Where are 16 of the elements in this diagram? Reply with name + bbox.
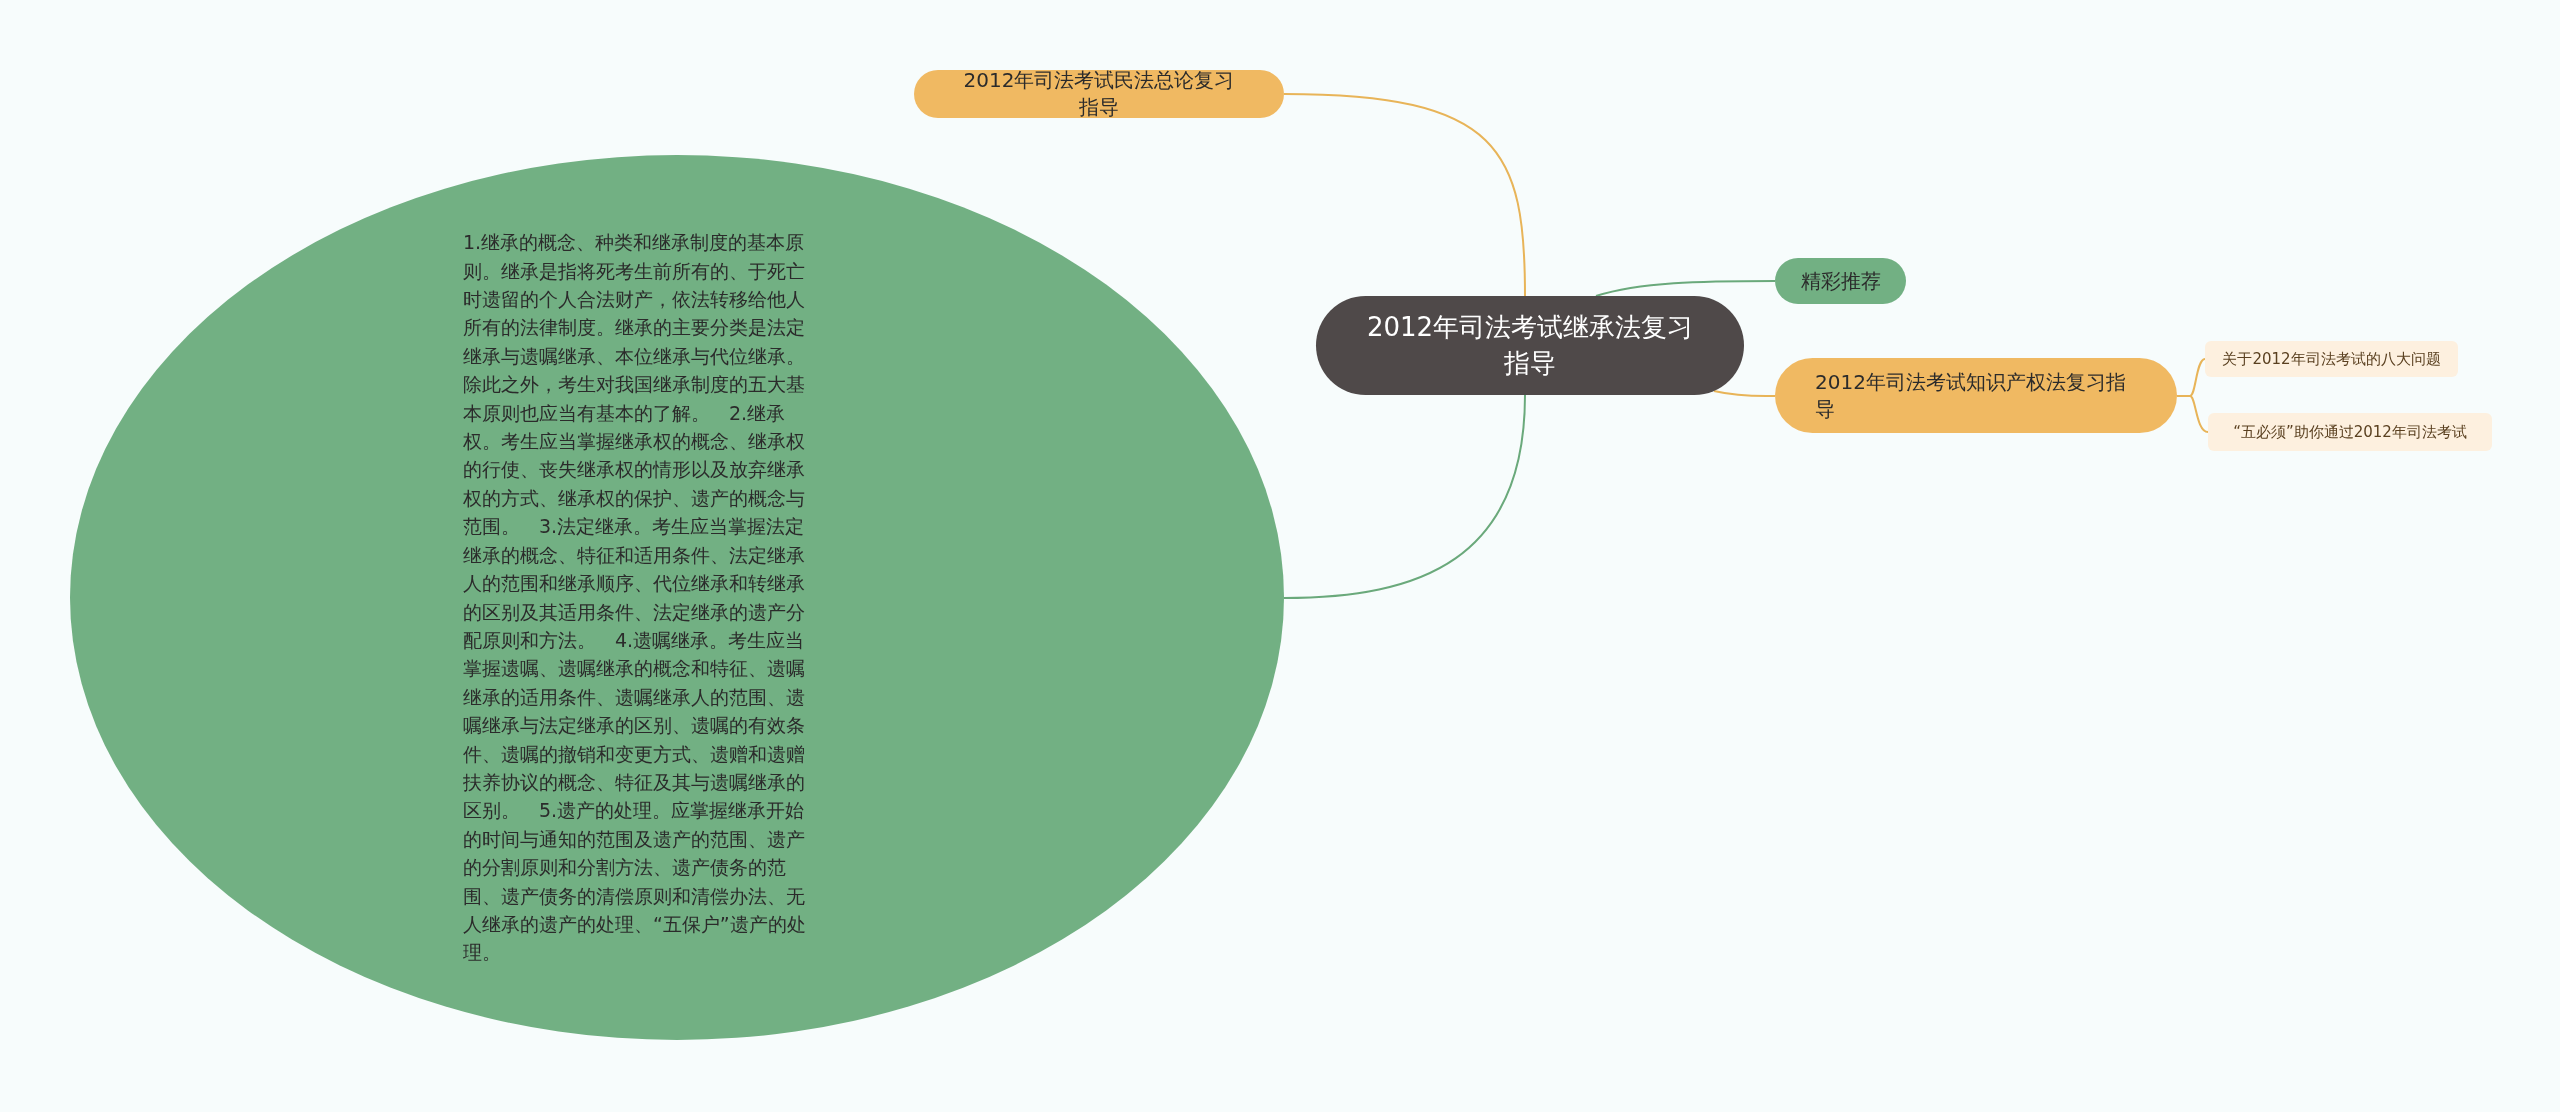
connector-line	[1595, 280, 1776, 297]
topic-box	[1775, 258, 1906, 304]
connector-line	[1283, 394, 1526, 599]
topic-text: 关于2012年司法考试的八大问题	[2222, 348, 2441, 370]
connector-line	[2176, 395, 2209, 433]
paragraph-text: 1.继承的概念、种类和继承制度的基本原则。继承是指将死考生前所有的、于死亡时遗留的个人合法财产，依法转移给他人所有的法律制度。继承的主要分类是法定继承与遗嘱继承、本位继承与代位继承。除此之外，考生对我国继承制度的五大基本原则也应当有基本的了解。 2.继承权。考生应当掌握继承权的概念、继承权的行使、丧失继承权的情形以及放弃继承权的方式、继承权的保护、遗产的概念与范围。 3.法定继承。考生应当掌握法定继承的概念、特征和适用条件、法定继承人的范围和继承顺序、代位继承和转继承的区别及其适用条件、法定继承的遗产分配原则和方法。 4.遗嘱继承。考生应当掌握遗嘱、遗嘱继承的概念和特征、遗嘱继承的适用条件、遗嘱继承人的范围、遗嘱继承与法定继承的区别、遗嘱的有效条件、遗嘱的撤销和变更方式、遗赠和遗赠扶养协议的概念、特征及其与遗嘱继承的区别。 5.遗产的处理。应掌握继承开始的时间与通知的范围及遗产的范围、遗产的分割原则和分割方法、遗产债务的范围、遗产债务的清偿原则和清偿办法、无人继承的遗产的处理、“五保户”遗产的处理。	[463, 230, 807, 966]
topic-text: 2012年司法考试继承法复习指导	[1366, 311, 1694, 380]
topic-text: “五必须”助你通过2012年司法考试	[2233, 421, 2467, 443]
connector-line	[1713, 390, 1776, 398]
connector-line	[1283, 93, 1526, 297]
topic-text: 精彩推荐	[1800, 267, 1881, 295]
topic-text: 2012年司法考试民法总论复习指导	[962, 67, 1236, 121]
subtopic-box	[2205, 341, 2458, 377]
subtopic-box	[2208, 413, 2492, 451]
topic-box	[914, 70, 1284, 118]
topic-text: 2012年司法考试知识产权法复习指导	[1815, 368, 2127, 423]
